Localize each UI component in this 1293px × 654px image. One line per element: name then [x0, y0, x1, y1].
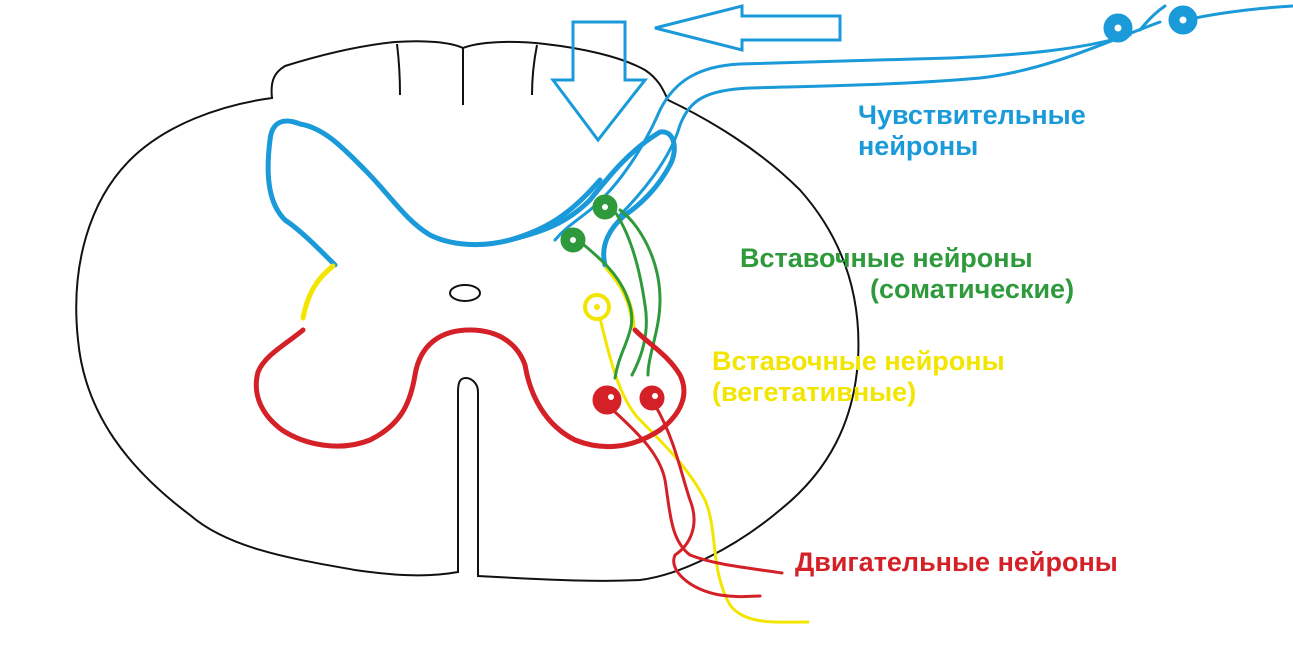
somatic-fiber-3: [618, 208, 662, 377]
lateral-horn-left: [300, 263, 336, 321]
motor-label-line: Двигательные нейроны: [795, 547, 1118, 577]
somatic-fiber-1: [608, 203, 648, 377]
sensory-fiber-3: [1193, 4, 1293, 20]
spinal-cord-outline: [75, 40, 860, 582]
motor-neuron-1: [592, 385, 622, 415]
sensory-fiber-4: [1138, 4, 1167, 32]
sensory-label-line-1: Чувствительные: [858, 100, 1086, 130]
vegetative-label-line-2: (вегетативные): [712, 377, 917, 408]
sensory-label-line-2: нейроны: [858, 131, 979, 162]
vegetative-fiber: [598, 316, 810, 624]
sensory-neurons-label: Чувствительные нейроны: [858, 100, 1086, 162]
vegetative-label-line-1: Вставочные нейроны: [712, 346, 1005, 376]
vegetative-nucleus: [594, 304, 600, 310]
ventral-horn-outline: [253, 327, 687, 450]
somatic-label-line-2: (соматические): [870, 274, 1075, 305]
vegetative-interneuron: [583, 293, 611, 321]
motor-neurons-label: Двигательные нейроны: [795, 547, 1118, 578]
horizontal-arrow: [654, 4, 842, 52]
sensory-pathway: [265, 4, 1293, 268]
sensory-ganglion-nucleus-2: [1179, 16, 1187, 24]
vegetative-pathway: [300, 263, 810, 624]
posterior-sulcus-right: [531, 44, 538, 96]
motor-neuron-2: [639, 385, 665, 411]
central-canal: [449, 284, 481, 302]
motor-nucleus-1: [608, 394, 614, 400]
cord-outer-boundary: [75, 40, 860, 582]
down-arrow: [550, 20, 649, 143]
somatic-pathway: [560, 194, 662, 380]
signal-arrows: [550, 4, 842, 143]
dorsal-horn-right-outline: [507, 129, 677, 268]
vegetative-interneurons-label: Вставочные нейроны (вегетативные): [712, 346, 1005, 408]
dorsal-horn-left-outline: [265, 118, 603, 268]
posterior-sulcus-left: [396, 43, 401, 96]
motor-axon-1: [613, 410, 784, 575]
somatic-fiber-2: [576, 238, 634, 380]
motor-pathway: [253, 327, 784, 599]
sensory-fiber-2: [618, 20, 1162, 217]
sensory-ganglion-nucleus-1: [1114, 24, 1122, 32]
somatic-label-line-1: Вставочные нейроны: [740, 243, 1033, 273]
motor-nucleus-2: [652, 393, 658, 399]
somatic-nucleus-2: [570, 237, 576, 243]
lateral-horn-right: [604, 265, 636, 329]
somatic-interneurons-label: Вставочные нейроны (соматические): [740, 243, 1074, 305]
somatic-nucleus-1: [602, 204, 608, 210]
motor-axon-2: [653, 403, 762, 599]
